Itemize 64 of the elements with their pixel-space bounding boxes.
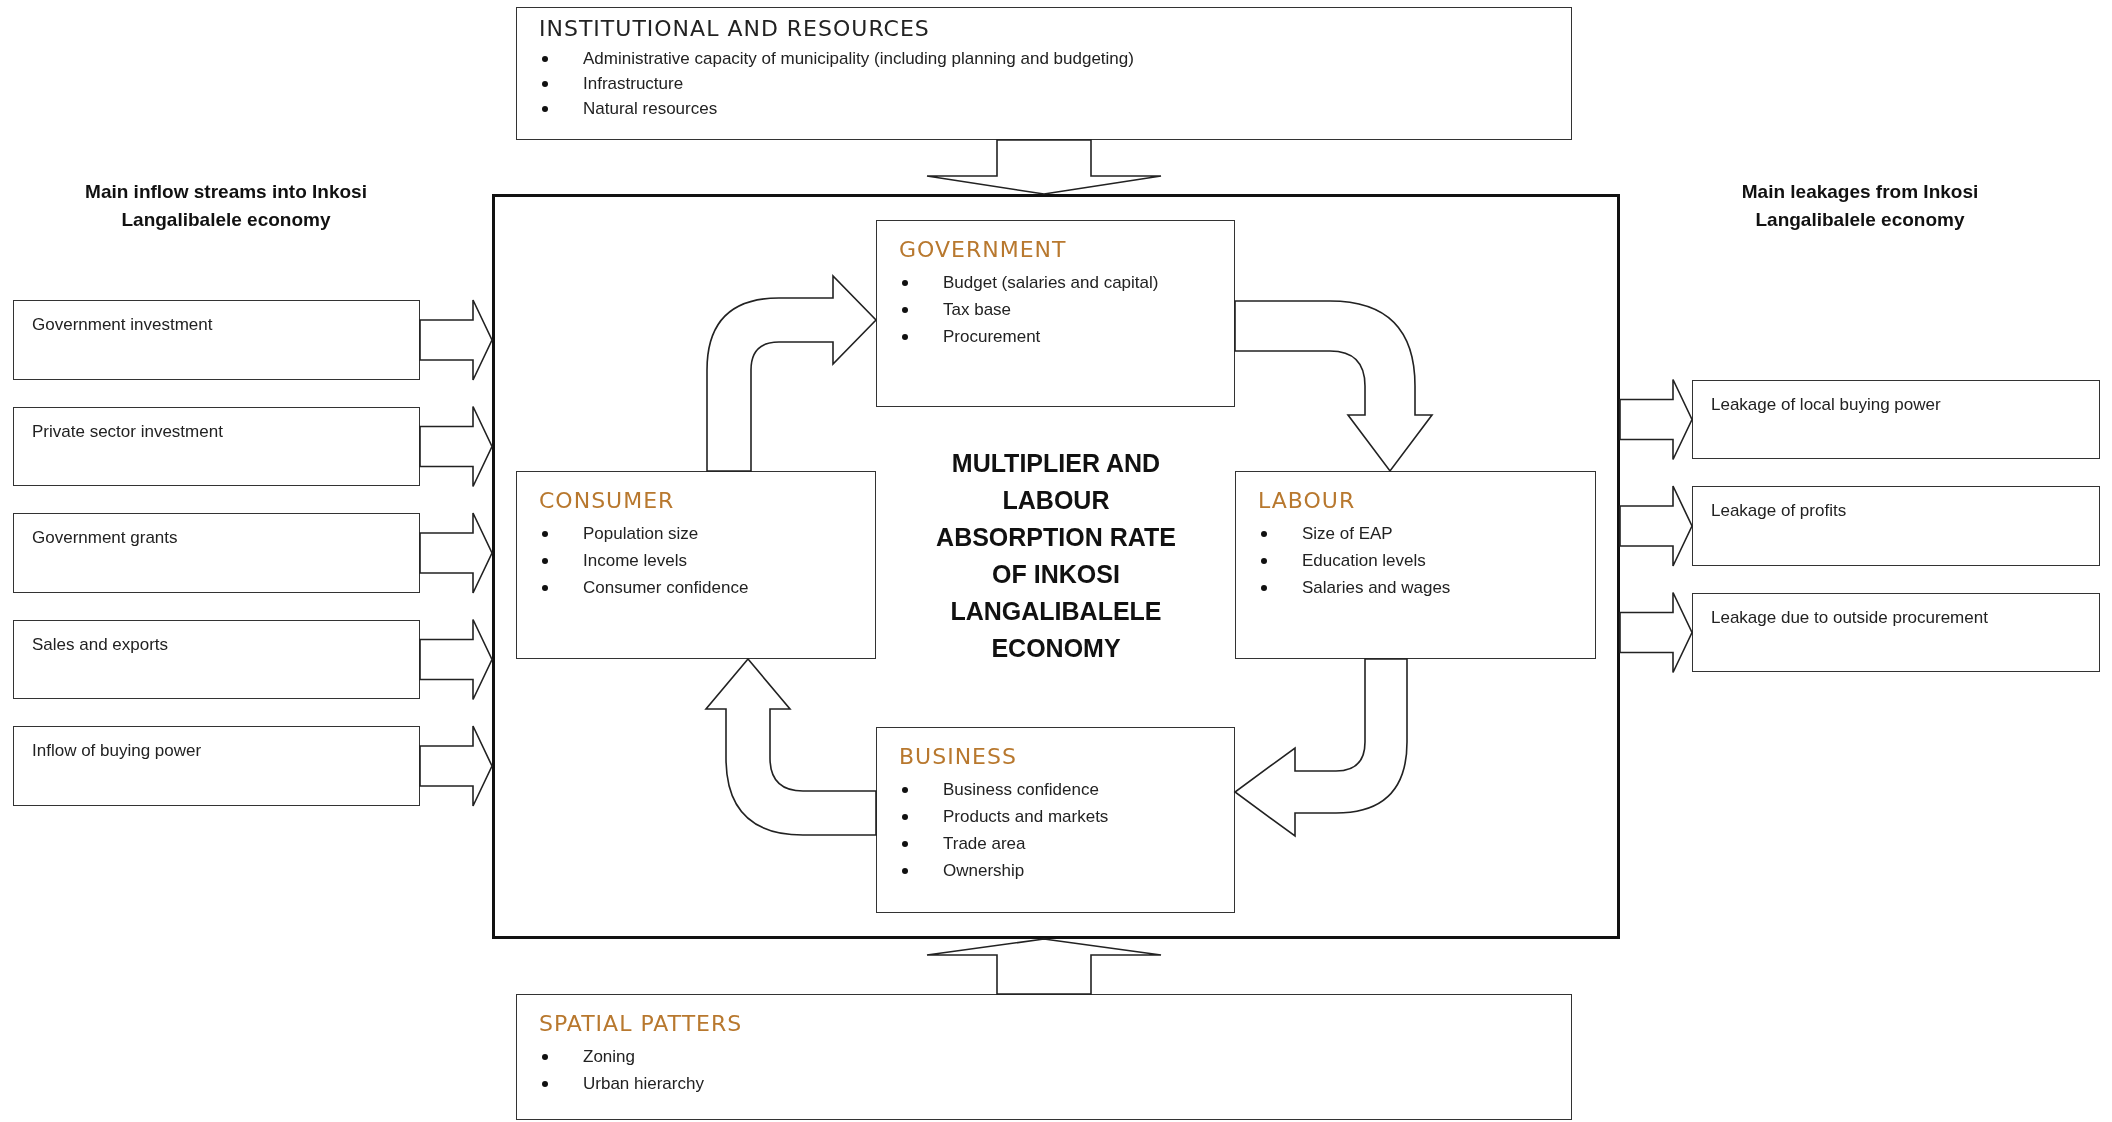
stream-box (1692, 593, 2100, 672)
section-heading: SPATIAL PATTERS (539, 1010, 744, 1038)
factor-box (516, 7, 1572, 140)
factor-box (516, 471, 876, 659)
economy-frame (492, 194, 1620, 939)
bullet-item: Population size (539, 520, 875, 547)
bullet-item: Education levels (1258, 547, 1595, 574)
bullet-item: Tax base (899, 296, 1234, 323)
block-arrow (419, 299, 493, 381)
block-arrow (419, 512, 493, 594)
bullet-item: Budget (salaries and capital) (899, 269, 1234, 296)
column-heading: Main leakages from Inkosi Langalibalele economy (1740, 180, 1980, 232)
bullet-item: Urban hierarchy (539, 1070, 1571, 1097)
bullet-item: Products and markets (899, 803, 1234, 830)
section-heading: CONSUMER (539, 487, 676, 515)
column-heading: Main inflow streams into Inkosi Langalibalele economy (84, 180, 368, 232)
flow-label: Leakage due to outside procurement (1711, 607, 1989, 629)
block-arrow (419, 618, 493, 701)
bullet-item: Procurement (899, 323, 1234, 350)
factor-box (1235, 471, 1596, 659)
block-arrow (926, 938, 1162, 995)
block-arrow (706, 275, 877, 472)
factor-box (516, 994, 1572, 1120)
block-arrow (1619, 591, 1693, 674)
stream-box (13, 407, 420, 486)
stream-box (13, 300, 420, 380)
bullet-item: Business confidence (899, 776, 1234, 803)
flow-label: Government grants (32, 527, 179, 549)
flow-label: Government investment (32, 314, 214, 336)
bullet-item: Consumer confidence (539, 574, 875, 601)
bullet-item: Zoning (539, 1043, 1571, 1070)
factor-box (876, 727, 1235, 913)
block-arrow (1619, 485, 1693, 567)
block-arrow (1619, 378, 1693, 461)
section-heading: BUSINESS (899, 743, 1018, 771)
bullet-item: Size of EAP (1258, 520, 1595, 547)
flow-label: Leakage of local buying power (1711, 394, 1942, 416)
block-arrow (705, 658, 877, 836)
flow-label: Leakage of profits (1711, 500, 1848, 522)
block-arrow (419, 725, 493, 807)
bullet-item: Administrative capacity of municipality (including planning and budgeting) (539, 46, 1571, 71)
block-arrow (1234, 300, 1433, 472)
stream-box (13, 620, 420, 699)
flow-label: Sales and exports (32, 634, 170, 656)
central-title: MULTIPLIER AND LABOUR ABSORPTION RATE OF INKOSI LANGALIBALELE ECONOMY (935, 448, 1177, 664)
section-heading: GOVERNMENT (899, 236, 1068, 264)
flow-label: Private sector investment (32, 421, 224, 443)
bullet-item: Infrastructure (539, 71, 1571, 96)
stream-box (13, 513, 420, 593)
block-arrow (419, 405, 493, 488)
section-heading: INSTITUTIONAL AND RESOURCES (539, 15, 931, 43)
section-heading: LABOUR (1258, 487, 1357, 515)
factor-box (876, 220, 1235, 407)
stream-box (1692, 380, 2100, 459)
stream-box (13, 726, 420, 806)
bullet-item: Trade area (899, 830, 1234, 857)
bullet-item: Income levels (539, 547, 875, 574)
flow-label: Inflow of buying power (32, 740, 203, 762)
stream-box (1692, 486, 2100, 566)
bullet-item: Ownership (899, 857, 1234, 884)
bullet-item: Natural resources (539, 96, 1571, 121)
bullet-item: Salaries and wages (1258, 574, 1595, 601)
block-arrow (926, 139, 1162, 195)
block-arrow (1234, 658, 1408, 837)
